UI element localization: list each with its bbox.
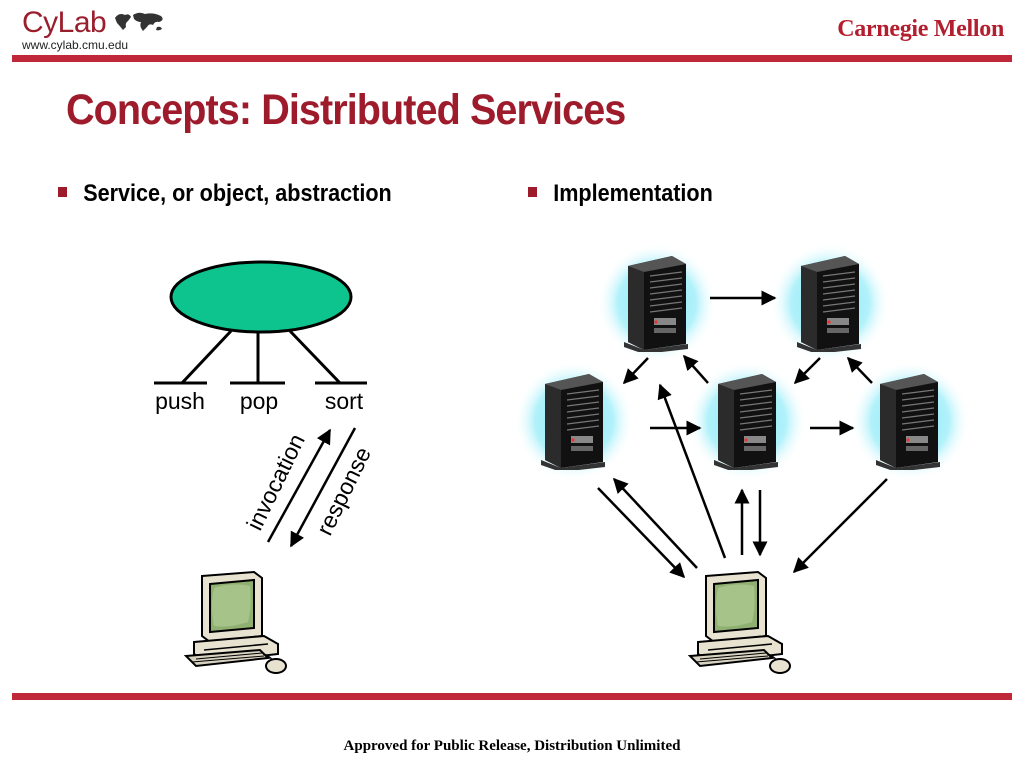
method-push: push — [155, 388, 205, 414]
invocation-arrow — [266, 428, 332, 543]
method-pop: pop — [240, 388, 278, 414]
top-divider — [12, 55, 1012, 62]
cylab-logo: CyLab — [22, 6, 167, 40]
bullet-left-text: Service, or object, abstraction — [83, 180, 392, 207]
server-icon — [875, 373, 941, 470]
bottom-divider — [12, 693, 1012, 700]
invocation-label: invocation — [241, 430, 310, 534]
bullet-marker — [58, 186, 67, 197]
bullet-left: Service, or object, abstraction — [58, 180, 392, 208]
bullet-right: Implementation — [528, 180, 713, 208]
bullet-marker — [528, 186, 537, 197]
response-arrow — [289, 427, 357, 548]
implementation-arrows — [597, 290, 888, 579]
university-name: Carnegie Mellon — [837, 16, 1004, 42]
server-icon — [540, 373, 606, 470]
interface-lines — [154, 329, 367, 385]
client-computer-icon — [185, 571, 287, 674]
server-icon — [623, 255, 689, 352]
logo-url: www.cylab.cmu.edu — [22, 38, 129, 52]
client-computer-icon — [689, 571, 791, 674]
bullet-right-text: Implementation — [553, 180, 713, 207]
server-icon — [796, 255, 862, 352]
slide-title: Concepts: Distributed Services — [66, 86, 626, 134]
world-map-icon — [114, 12, 163, 31]
release-notice: Approved for Public Release, Distributio… — [343, 738, 681, 754]
logo-text: CyLab — [22, 6, 107, 39]
service-object — [169, 260, 353, 334]
method-sort: sort — [325, 388, 364, 414]
server-icon — [713, 373, 779, 470]
